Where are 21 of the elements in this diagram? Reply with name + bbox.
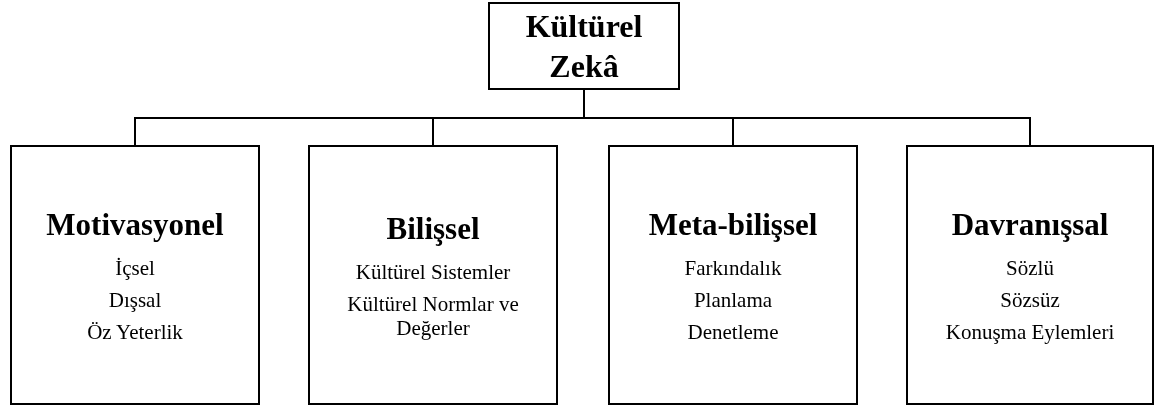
- category-box: [308, 145, 558, 405]
- item-text: İçsel: [115, 256, 155, 281]
- item-text: Konuşma Eylemleri: [945, 320, 1115, 345]
- category-box: [906, 145, 1154, 405]
- item-text: Planlama: [693, 288, 773, 313]
- item-text: Dışsal: [108, 288, 162, 313]
- box-heading: Kültürel Zekâ: [524, 7, 644, 86]
- item-text: Sözlü: [1006, 256, 1054, 281]
- box-heading: Davranışsal: [951, 205, 1109, 244]
- item-text: Kültürel Sistemler: [355, 260, 511, 285]
- item-text: Denetleme: [687, 320, 779, 345]
- item-text: Farkındalık: [684, 256, 782, 281]
- item-text: Sözsüz: [1000, 288, 1060, 313]
- item-text: Öz Yeterlik: [87, 320, 183, 345]
- box-heading: Motivasyonel: [46, 205, 224, 244]
- box-heading: Bilişsel: [386, 209, 480, 248]
- category-box: [10, 145, 260, 405]
- category-box: [608, 145, 858, 405]
- title-box: [488, 2, 680, 90]
- item-text: Kültürel Normlar ve Değerler: [346, 292, 520, 341]
- box-heading: Meta-bilişsel: [648, 205, 818, 244]
